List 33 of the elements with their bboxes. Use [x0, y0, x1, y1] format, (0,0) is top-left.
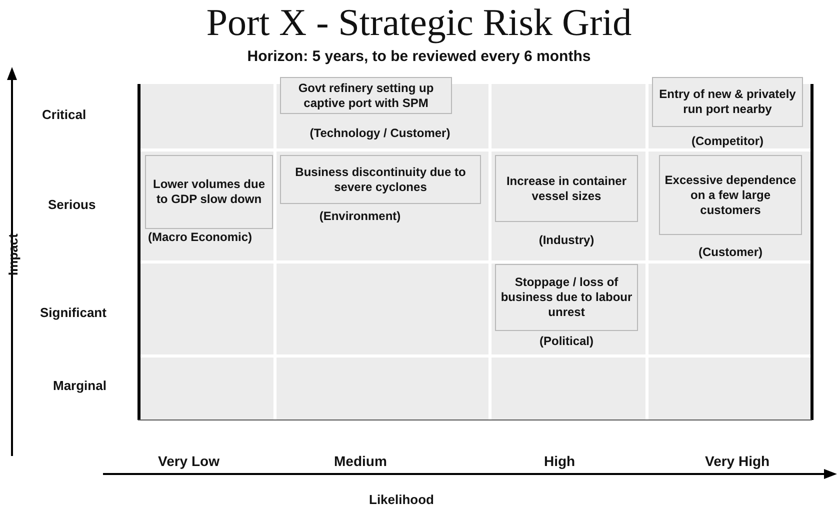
- risk-text: Business discontinuity due to severe cyclones: [294, 164, 467, 194]
- risk-box: [659, 155, 802, 235]
- risk-category: (Customer): [697, 245, 764, 259]
- risk-box: [280, 77, 452, 114]
- risk-text: Increase in container vessel sizes: [505, 174, 628, 204]
- column-label: Very Low: [158, 453, 220, 469]
- axis-label: Impact: [6, 232, 20, 278]
- risk-category: (Environment): [318, 209, 402, 223]
- row-label: Serious: [48, 197, 96, 212]
- risk-category: (Macro Economic): [146, 230, 253, 244]
- risk-text: Excessive dependence on a few large customers: [664, 172, 797, 218]
- risk-box: [652, 77, 803, 127]
- risk-box: [495, 155, 638, 222]
- risk-category: (Competitor): [690, 134, 764, 148]
- risk-text: Govt refinery setting up captive port with SPM: [297, 80, 435, 110]
- risk-text: Lower volumes due to GDP slow down: [152, 177, 266, 207]
- risk-box: [495, 264, 638, 331]
- risk-category: (Technology / Customer): [308, 126, 452, 140]
- row-label: Critical: [42, 107, 86, 122]
- column-label: Very High: [705, 453, 770, 469]
- column-label: Medium: [334, 453, 387, 469]
- row-label: Significant: [40, 305, 106, 320]
- row-label: Marginal: [53, 378, 106, 393]
- title: Port X - Strategic Risk Grid: [205, 2, 633, 44]
- risk-box: [145, 155, 273, 229]
- subtitle: Horizon: 5 years, to be reviewed every 6 months: [246, 48, 592, 65]
- risk-category: (Political): [538, 334, 594, 348]
- risk-text: Entry of new & privately run port nearby: [658, 87, 797, 117]
- risk-text: Stoppage / loss of business due to labour unrest: [500, 275, 633, 320]
- risk-box: [280, 155, 481, 204]
- column-label: High: [544, 453, 576, 469]
- risk-category: (Industry): [538, 233, 596, 247]
- axis-label: Likelihood: [369, 492, 434, 507]
